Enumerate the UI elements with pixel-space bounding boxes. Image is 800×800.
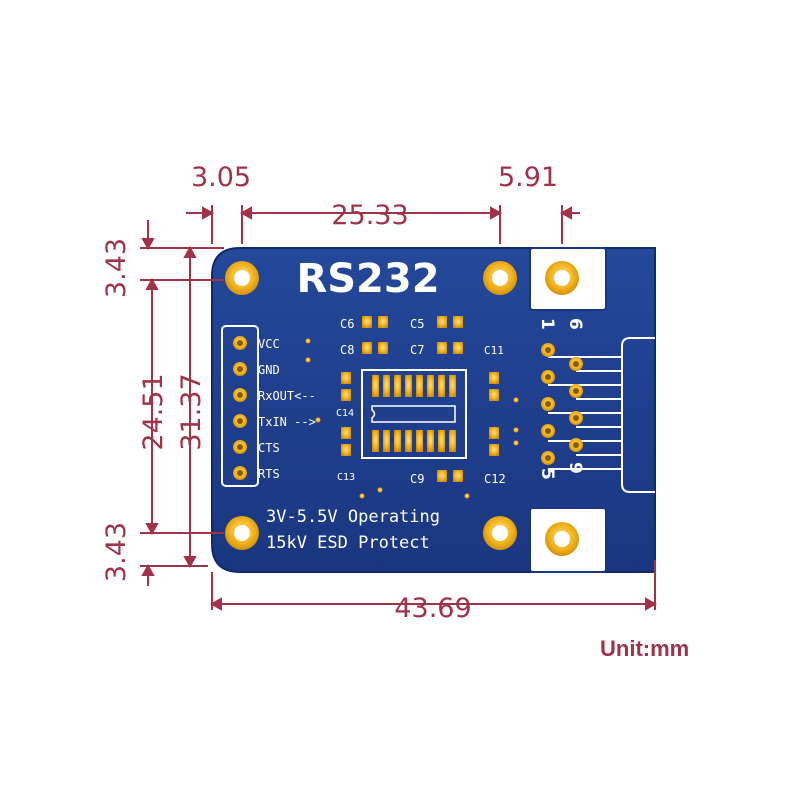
pin-label-rxout: RxOUT<-- — [258, 389, 316, 403]
db9-number-1: 1 — [537, 318, 557, 330]
pad — [453, 342, 463, 354]
pad — [489, 444, 499, 456]
pad — [378, 342, 388, 354]
dim-left-hole-spacing-inner: 24.51 — [138, 373, 169, 450]
feature-line-1: 3V-5.5V Operating — [266, 507, 440, 527]
label-c14: C14 — [336, 408, 354, 419]
db9-number-5: 5 — [537, 468, 557, 480]
pad — [437, 316, 447, 328]
pad — [341, 389, 351, 401]
label-c9: C9 — [410, 472, 424, 486]
header-pins — [233, 336, 247, 480]
pad — [341, 444, 351, 456]
unit-label: Unit:mm — [600, 636, 690, 661]
pin-label-txin: TxIN --> — [258, 415, 316, 429]
dim-top-hole-spacing: 25.33 — [331, 200, 408, 231]
pad — [453, 316, 463, 328]
db9-mount-hole-top — [545, 261, 579, 295]
db9-number-9: 9 — [565, 462, 585, 474]
label-c13: C13 — [337, 472, 355, 483]
board-title: RS232 — [296, 256, 439, 302]
board-outline — [211, 247, 656, 573]
dim-left-hole-spacing-outer: 31.37 — [176, 373, 207, 450]
pin-label-gnd: GND — [258, 363, 280, 377]
pin-label-rts: RTS — [258, 467, 280, 481]
dim-left-bottom-offset: 3.43 — [101, 522, 132, 582]
pad — [362, 342, 372, 354]
dim-top-left-offset: 3.05 — [191, 162, 251, 193]
feature-line-2: 15kV ESD Protect — [266, 533, 430, 553]
pad — [489, 427, 499, 439]
dim-board-width: 43.69 — [394, 593, 471, 624]
dimension-lines — [140, 205, 658, 611]
mounting-hole-top-right — [483, 261, 517, 295]
header-outline — [221, 325, 259, 487]
pad — [341, 372, 351, 384]
pad — [378, 316, 388, 328]
label-c6: C6 — [340, 317, 354, 331]
label-c7: C7 — [410, 343, 424, 357]
ic-body-mark — [371, 405, 456, 423]
pin-label-vcc: VCC — [258, 337, 280, 351]
dim-left-top-offset: 3.43 — [101, 238, 132, 298]
pad — [489, 389, 499, 401]
pad — [341, 427, 351, 439]
mounting-hole-bottom-right — [483, 516, 517, 550]
ic-pads-top — [372, 375, 456, 397]
db9-pins — [541, 343, 583, 465]
pad — [453, 470, 463, 482]
pad — [437, 342, 447, 354]
label-c11: C11 — [484, 344, 504, 357]
db9-traces — [548, 356, 622, 470]
mounting-hole-bottom-left — [225, 516, 259, 550]
pad — [489, 372, 499, 384]
dim-right-offset: 5.91 — [498, 162, 558, 193]
label-c12: C12 — [484, 472, 506, 486]
pad — [362, 316, 372, 328]
db9-outline — [621, 337, 655, 493]
pcb-board: VCC GND RxOUT<-- TxIN --> CTS RTS RS232 … — [211, 247, 656, 573]
pad — [437, 470, 447, 482]
ic-outline — [361, 369, 467, 459]
label-c8: C8 — [340, 343, 354, 357]
label-c5: C5 — [410, 317, 424, 331]
vias — [305, 338, 519, 499]
ic-pads-bottom — [372, 430, 456, 452]
db9-mount-hole-bottom — [545, 522, 579, 556]
mounting-hole-top-left — [225, 261, 259, 295]
pin-label-cts: CTS — [258, 441, 280, 455]
db9-number-6: 6 — [565, 318, 585, 330]
